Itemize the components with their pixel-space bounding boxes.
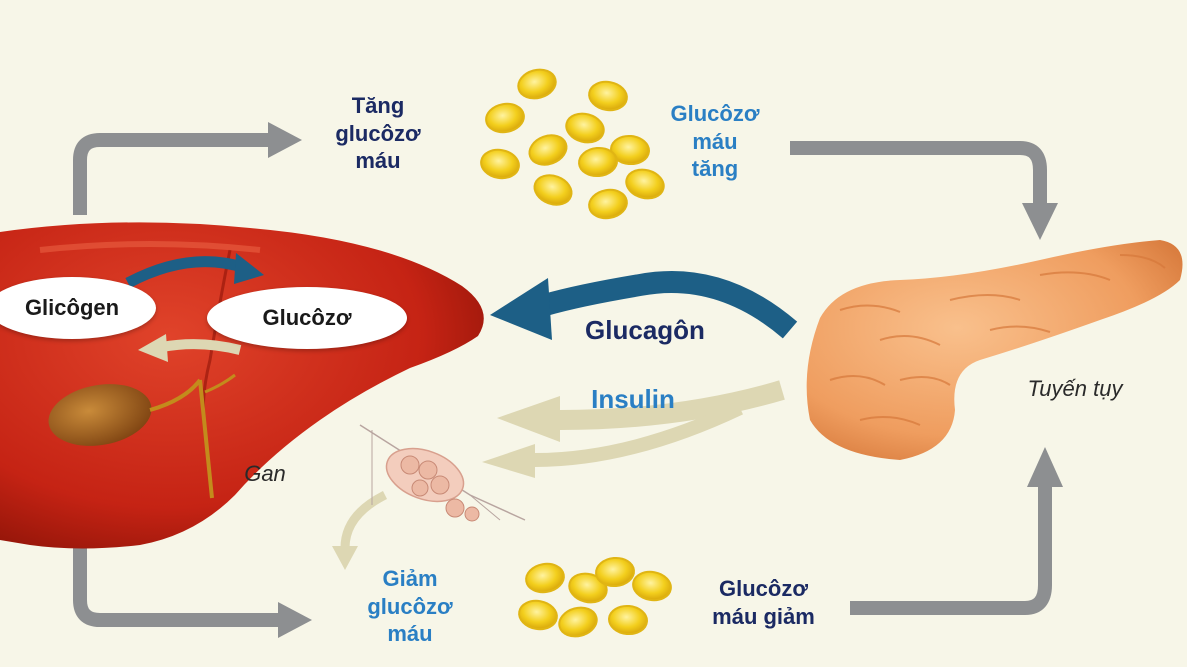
increase-line-1: Tăng xyxy=(351,93,405,118)
arrow-low-to-pancreas xyxy=(850,485,1052,615)
adipose-cell xyxy=(418,460,438,480)
flow-arrows xyxy=(73,122,1063,638)
pancreas-lobules xyxy=(829,254,1166,426)
increase-glucose-label: Tăng glucôzơ máu xyxy=(308,92,448,175)
arrowhead-adipose-to-decrease xyxy=(332,546,358,570)
liver-highlight xyxy=(39,241,261,253)
arrow-glucagon xyxy=(541,271,798,339)
adipose-cell xyxy=(464,506,480,522)
glucose-granule-icon xyxy=(595,556,635,588)
decrease-line-1: Giảm xyxy=(382,566,438,591)
glucose-granule-icon xyxy=(608,604,648,636)
bile-duct-2 xyxy=(204,373,236,394)
pancreas-organ-icon xyxy=(806,240,1183,460)
glucose-granules-high xyxy=(480,68,665,220)
decrease-glucose-label: Giảm glucôzơ máu xyxy=(340,565,480,648)
high-line-2: máu xyxy=(692,128,738,154)
glycogen-oval: Glicôgen xyxy=(0,277,156,339)
high-blood-glucose-label: Glucôzơ máu tăng xyxy=(640,100,790,183)
liver-caption: Gan xyxy=(244,461,286,486)
decrease-line-3: máu xyxy=(387,621,433,646)
arrowhead-liver-to-increase xyxy=(268,122,302,158)
glucose-granule-icon xyxy=(565,112,605,144)
glucose-granules-low xyxy=(518,556,672,638)
high-line-3: tăng xyxy=(691,156,739,181)
glucose-granule-icon xyxy=(533,174,573,206)
arrow-glucose-to-glycogen xyxy=(161,339,242,355)
arrow-liver-to-increase xyxy=(73,133,270,215)
glucose-granule-icon xyxy=(528,134,568,166)
high-line-1: Glucôzơ xyxy=(670,101,760,126)
glucose-granule-icon xyxy=(568,572,608,604)
glucose-granule-icon xyxy=(588,188,628,220)
glucose-granule-icon xyxy=(558,606,598,638)
arrow-high-to-pancreas xyxy=(790,141,1047,205)
glucose-granule-icon xyxy=(480,148,520,180)
arrowhead-glycogen-to-glucose xyxy=(234,253,264,284)
glucose-oval: Glucôzơ xyxy=(207,287,407,349)
glucose-granule-icon xyxy=(588,80,628,112)
glucose-granule-icon xyxy=(610,134,650,166)
arrowhead-liver-to-decrease xyxy=(278,602,312,638)
increase-line-3: máu xyxy=(355,148,401,173)
low-blood-glucose-label: Glucôzơ máu giảm xyxy=(676,575,851,630)
pancreas-caption: Tuyến tụy xyxy=(1027,376,1123,401)
arrowhead-insulin-to-adipose xyxy=(482,444,535,478)
adipose-cell xyxy=(445,498,465,518)
arrow-liver-to-decrease xyxy=(73,540,280,627)
adipose-cell xyxy=(430,475,450,495)
arrow-adipose-to-decrease xyxy=(340,490,388,549)
arrow-glycogen-to-glucose xyxy=(125,256,247,288)
decrease-line-2: glucôzơ xyxy=(367,593,453,619)
adipose-cell xyxy=(411,479,429,497)
arrowhead-glucose-to-glycogen xyxy=(138,334,168,362)
arrow-insulin-to-adipose xyxy=(534,401,743,467)
insulin-label: Insulin xyxy=(591,384,675,414)
glucose-granule-icon xyxy=(525,562,565,594)
glycogen-label: Glicôgen xyxy=(24,295,120,320)
arrowhead-high-to-pancreas xyxy=(1022,203,1058,240)
gallbladder-icon xyxy=(48,384,152,446)
glucose-granule-icon xyxy=(578,146,618,178)
glucose-granule-icon xyxy=(485,102,525,134)
glucose-granule-icon xyxy=(632,570,672,602)
arrow-insulin-to-liver xyxy=(559,380,785,430)
adipose-cell xyxy=(400,455,420,475)
glucose-label: Glucôzơ xyxy=(262,305,352,330)
adipose-fiber-2 xyxy=(371,430,501,521)
glucose-granule-icon xyxy=(625,168,665,200)
arrowhead-low-to-pancreas xyxy=(1027,447,1063,487)
increase-line-2: glucôzơ xyxy=(335,120,421,146)
pancreas-shape xyxy=(806,240,1183,460)
low-line-2: máu giảm xyxy=(712,603,815,629)
arrowhead-insulin-to-liver xyxy=(497,396,560,442)
glucose-granule-icon xyxy=(518,599,558,631)
adipose-cells-icon xyxy=(359,424,526,522)
low-line-1: Glucôzơ xyxy=(719,576,808,601)
bile-duct xyxy=(149,378,214,499)
glucagon-label: Glucagôn xyxy=(585,315,705,345)
arrowhead-glucagon xyxy=(490,278,552,340)
glucose-granule-icon xyxy=(517,68,557,100)
